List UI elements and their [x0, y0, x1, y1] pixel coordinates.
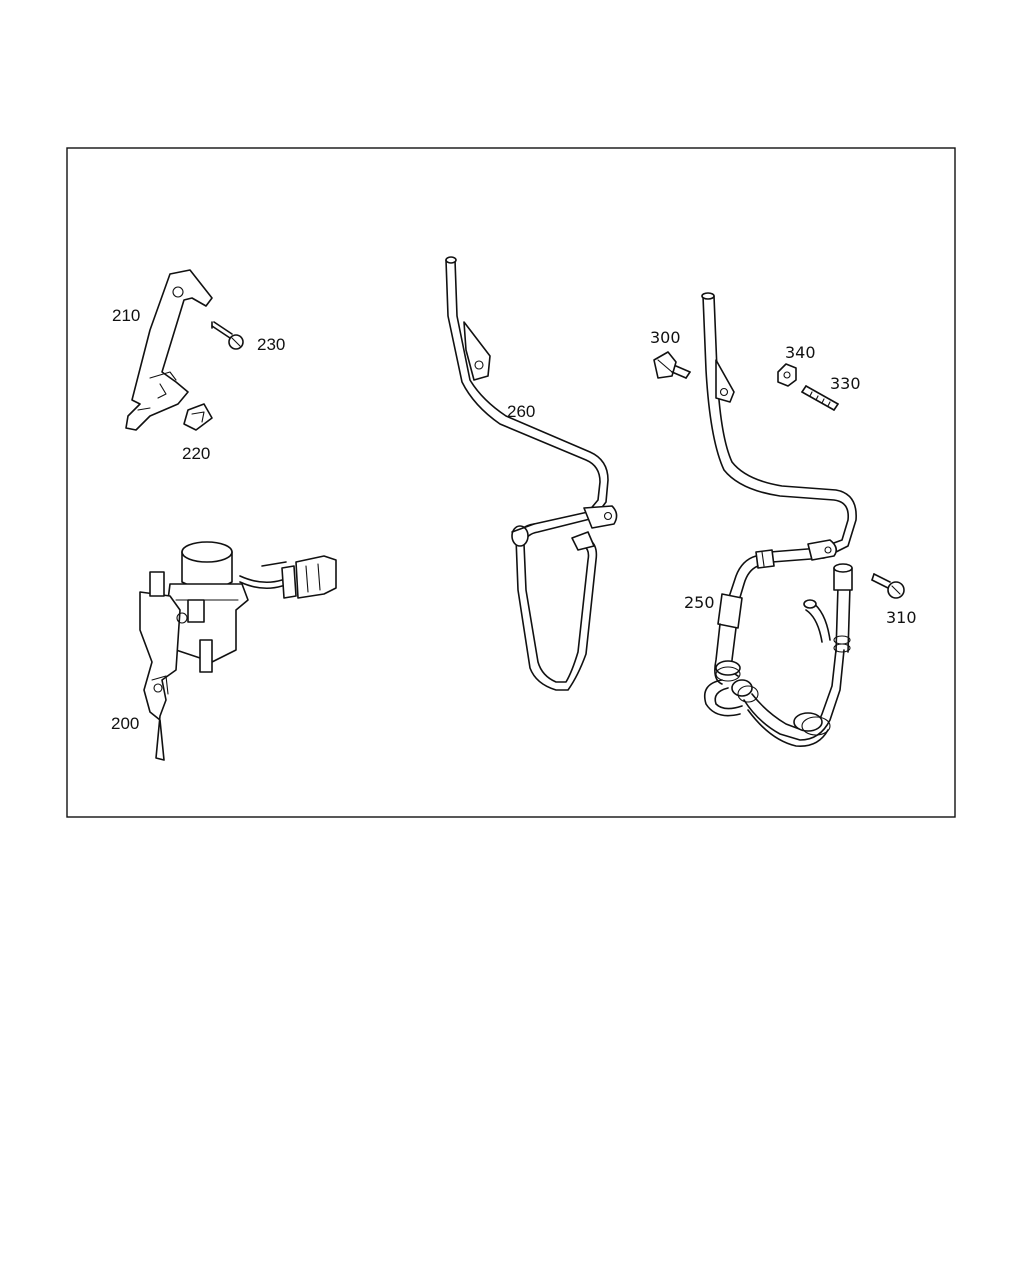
air-pump-part-200 [139, 541, 337, 761]
line-part-260 [445, 256, 618, 691]
label-260: 260 [507, 402, 535, 421]
label-340: 340 [785, 343, 816, 362]
screw-part-310 [871, 573, 905, 599]
label-300: 300 [650, 328, 681, 347]
label-250: 250 [684, 593, 715, 612]
label-330: 330 [830, 374, 861, 393]
nut-part-340 [777, 363, 797, 387]
stud-part-330 [801, 385, 839, 411]
label-230: 230 [257, 335, 285, 354]
screw-part-230 [211, 321, 244, 350]
pipe-assembly-part-250 [701, 292, 857, 747]
clip-nut-part-220 [183, 403, 213, 431]
label-200: 200 [111, 714, 139, 733]
bracket-part-210 [125, 269, 213, 431]
label-210: 210 [112, 306, 140, 325]
label-220: 220 [182, 444, 210, 463]
screw-part-300 [653, 351, 691, 379]
label-310: 310 [886, 608, 917, 627]
diagram-frame [66, 147, 956, 818]
